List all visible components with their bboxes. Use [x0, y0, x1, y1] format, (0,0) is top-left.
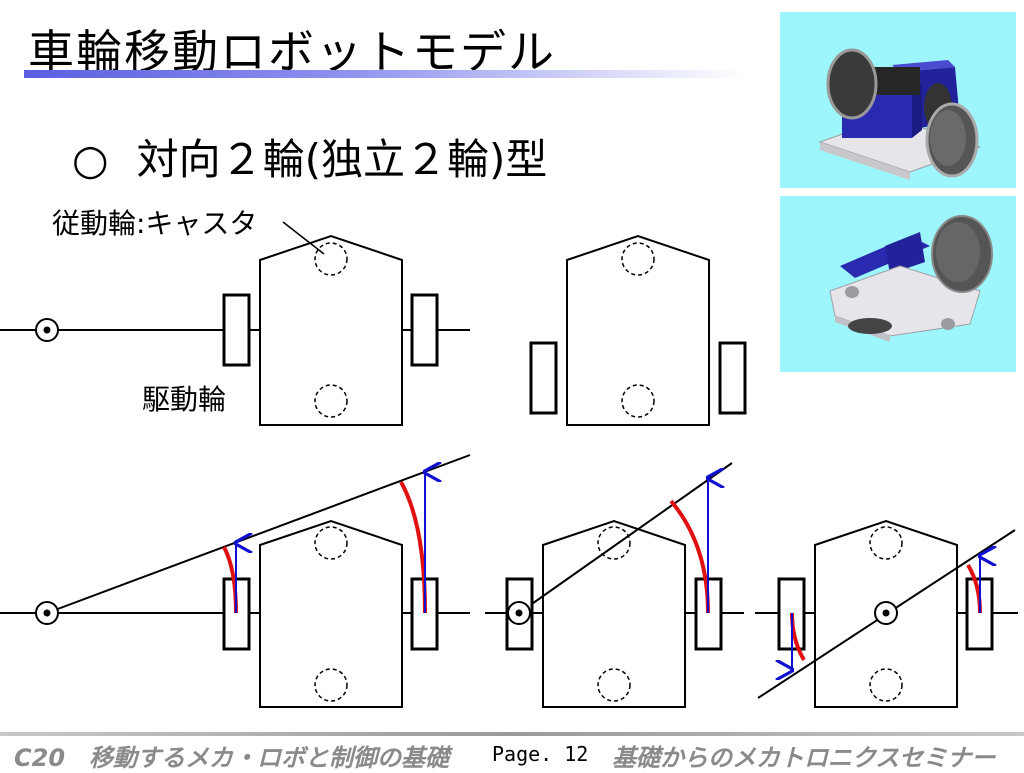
robot-diagram-axle [0, 221, 470, 426]
left-wheel [529, 341, 558, 415]
left-wheel [222, 293, 251, 367]
caster-rear [314, 384, 348, 418]
title-underline [24, 70, 744, 78]
robot-diagram-plain [529, 234, 747, 426]
right-wheel [718, 341, 747, 415]
robot-diagram-turn-external [0, 454, 471, 708]
page-number: Page. 12 [492, 742, 589, 766]
caster-label: 従動輪:キャスタ [52, 207, 258, 240]
drive-wheel-label: 駆動輪 [142, 383, 227, 416]
robot-render-bottom [780, 196, 1016, 372]
robot-render-top [780, 12, 1016, 188]
footer-course: C20 移動するメカ・ロボと制御の基礎 [14, 744, 450, 772]
robot-body [259, 234, 403, 426]
bullet-icon: ○ [72, 135, 109, 184]
subtitle-text: 対向２輪(独立２輪)型 [136, 135, 548, 184]
footer-seminar: 基礎からのメカトロニクスセミナー [612, 744, 996, 772]
right-wheel [410, 293, 439, 367]
wheel-left [826, 48, 878, 120]
robot-diagram-turn-wheel [485, 462, 744, 708]
subtitle: ○ 対向２輪(独立２輪)型 [72, 126, 547, 187]
caster-leader-line [282, 221, 325, 255]
caster-front [314, 242, 348, 276]
robot-diagram-turn-center [755, 519, 1018, 708]
robot-body [566, 234, 710, 426]
footer-divider [0, 732, 1024, 736]
